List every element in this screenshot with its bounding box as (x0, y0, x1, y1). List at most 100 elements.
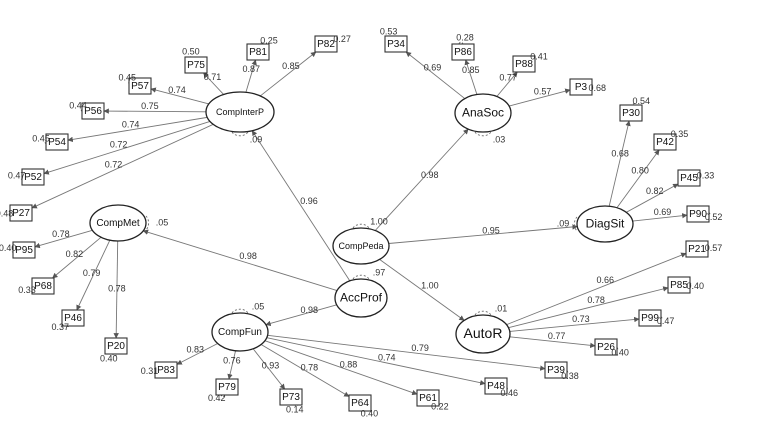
loading-label-p56: 0.75 (141, 101, 159, 111)
error-variance-p56: 0.44 (69, 100, 87, 110)
indicator-name-p27: P27 (12, 208, 30, 219)
indicator-name-p42: P42 (656, 137, 674, 148)
latent-ellipse-compfun (211, 312, 269, 352)
loading-label-p26: 0.77 (548, 331, 566, 341)
error-variance-p61: 0.22 (431, 401, 449, 411)
indicator-box-p20 (104, 337, 128, 355)
latent-variance-arc-diagsit (574, 216, 578, 232)
indicator-box-p3 (569, 78, 593, 96)
error-variance-p54: 0.45 (32, 134, 50, 144)
indicator-box-p26 (594, 338, 618, 356)
error-variance-p90: 0.52 (705, 212, 723, 222)
error-variance-p85: 0.40 (686, 281, 704, 291)
loading-path-p27 (31, 123, 214, 209)
error-variance-p42: 0.35 (671, 129, 689, 139)
loading-path-p90 (632, 213, 688, 222)
loading-path-p79 (227, 350, 237, 380)
latent-name-accprof: AccProf (340, 291, 383, 305)
indicator-box-p61 (416, 389, 440, 407)
indicator-name-p46: P46 (64, 313, 82, 324)
indicator-name-p64: P64 (351, 398, 369, 409)
error-variance-p34: 0.53 (380, 26, 398, 36)
error-variance-p75: 0.50 (182, 46, 200, 56)
loading-path-p73 (252, 348, 286, 390)
error-variance-p88: 0.41 (530, 52, 548, 62)
loading-path-p64 (260, 344, 350, 397)
indicator-box-p68 (31, 277, 55, 295)
indicator-name-p54: P54 (48, 137, 66, 148)
loading-path-p26 (509, 336, 596, 349)
indicator-box-p95 (12, 241, 36, 259)
indicator-name-p52: P52 (24, 172, 42, 183)
structural-path-comppeda-diagsit (388, 224, 578, 244)
latent-variance-autor: .01 (495, 303, 508, 313)
loading-label-p81: 0.87 (242, 64, 260, 74)
loading-label-p21: 0.66 (596, 275, 614, 285)
latent-variance-arc-accprof (352, 274, 370, 280)
latent-variance-comppeda: 1.00 (370, 216, 388, 226)
indicator-box-p75 (184, 56, 208, 74)
loading-label-p42: 0.80 (631, 165, 649, 175)
loading-path-p3 (508, 88, 571, 107)
latent-name-compinterp: CompInterP (216, 107, 264, 117)
loading-label-p83: 0.83 (187, 344, 205, 354)
indicator-box-p81 (246, 43, 270, 61)
indicator-box-p48 (484, 377, 508, 395)
latent-variance-compfun: .05 (252, 301, 265, 311)
structural-path-accprof-compfun (265, 304, 337, 327)
loading-label-p27: 0.72 (105, 160, 123, 170)
structural-label-comppeda-anasoc: 0.98 (421, 170, 439, 180)
indicator-box-p83 (154, 361, 178, 379)
indicator-name-p79: P79 (218, 382, 236, 393)
loading-label-p79: 0.76 (223, 356, 241, 366)
loading-label-p82: 0.85 (282, 61, 300, 71)
indicator-name-p99: P99 (641, 313, 659, 324)
latent-name-compfun: CompFun (218, 327, 262, 338)
loading-label-p3: 0.57 (534, 87, 552, 97)
loading-path-p82 (260, 51, 317, 97)
error-variance-p81: 0.25 (260, 35, 278, 45)
latent-variance-arc-autor (474, 310, 492, 316)
loading-path-p56 (103, 108, 207, 114)
loading-label-p34: 0.69 (424, 62, 442, 72)
indicator-name-p90: P90 (689, 209, 707, 220)
indicator-name-p45: P45 (680, 173, 698, 184)
error-variance-p30: 0.54 (632, 96, 650, 106)
loading-label-p86: 0.85 (462, 65, 480, 75)
indicator-box-p90 (686, 205, 710, 223)
structural-label-accprof-compmet: 0.98 (239, 251, 257, 261)
latent-variance-compmet: .05 (156, 217, 169, 227)
latent-variance-arc-anasoc (474, 131, 492, 137)
error-variance-p99: 0.47 (657, 316, 675, 326)
indicator-name-p57: P57 (131, 81, 149, 92)
indicator-name-p73: P73 (282, 392, 300, 403)
structural-path-accprof-compinterp (251, 130, 351, 282)
indicator-box-p30 (619, 104, 643, 122)
indicator-name-p34: P34 (387, 39, 405, 50)
loading-label-p45: 0.82 (646, 186, 664, 196)
latent-ellipse-compmet (89, 204, 147, 242)
error-variance-p57: 0.45 (118, 72, 136, 82)
loading-path-p46 (76, 240, 111, 311)
latent-variance-arc-comppeda (352, 223, 370, 229)
indicator-name-p85: P85 (670, 280, 688, 291)
indicator-box-p82 (314, 35, 338, 53)
indicator-box-p46 (61, 309, 85, 327)
indicator-name-p61: P61 (419, 393, 437, 404)
loading-label-p75: 0.71 (204, 72, 222, 82)
loading-label-p30: 0.68 (611, 149, 629, 159)
loading-label-p88: 0.77 (499, 72, 517, 82)
latent-name-compmet: CompMet (96, 218, 140, 229)
error-variance-p21: 0.57 (705, 243, 723, 253)
loading-label-p57: 0.74 (168, 85, 186, 95)
loading-path-p20 (113, 240, 119, 339)
indicator-name-p95: P95 (15, 245, 33, 256)
error-variance-p52: 0.47 (8, 170, 26, 180)
indicator-box-p54 (45, 133, 69, 151)
loading-label-p20: 0.78 (108, 284, 126, 294)
error-variance-p26: 0.40 (611, 348, 629, 358)
loading-path-p54 (67, 116, 208, 143)
loading-label-p52: 0.72 (110, 139, 128, 149)
loading-label-p85: 0.78 (587, 295, 605, 305)
